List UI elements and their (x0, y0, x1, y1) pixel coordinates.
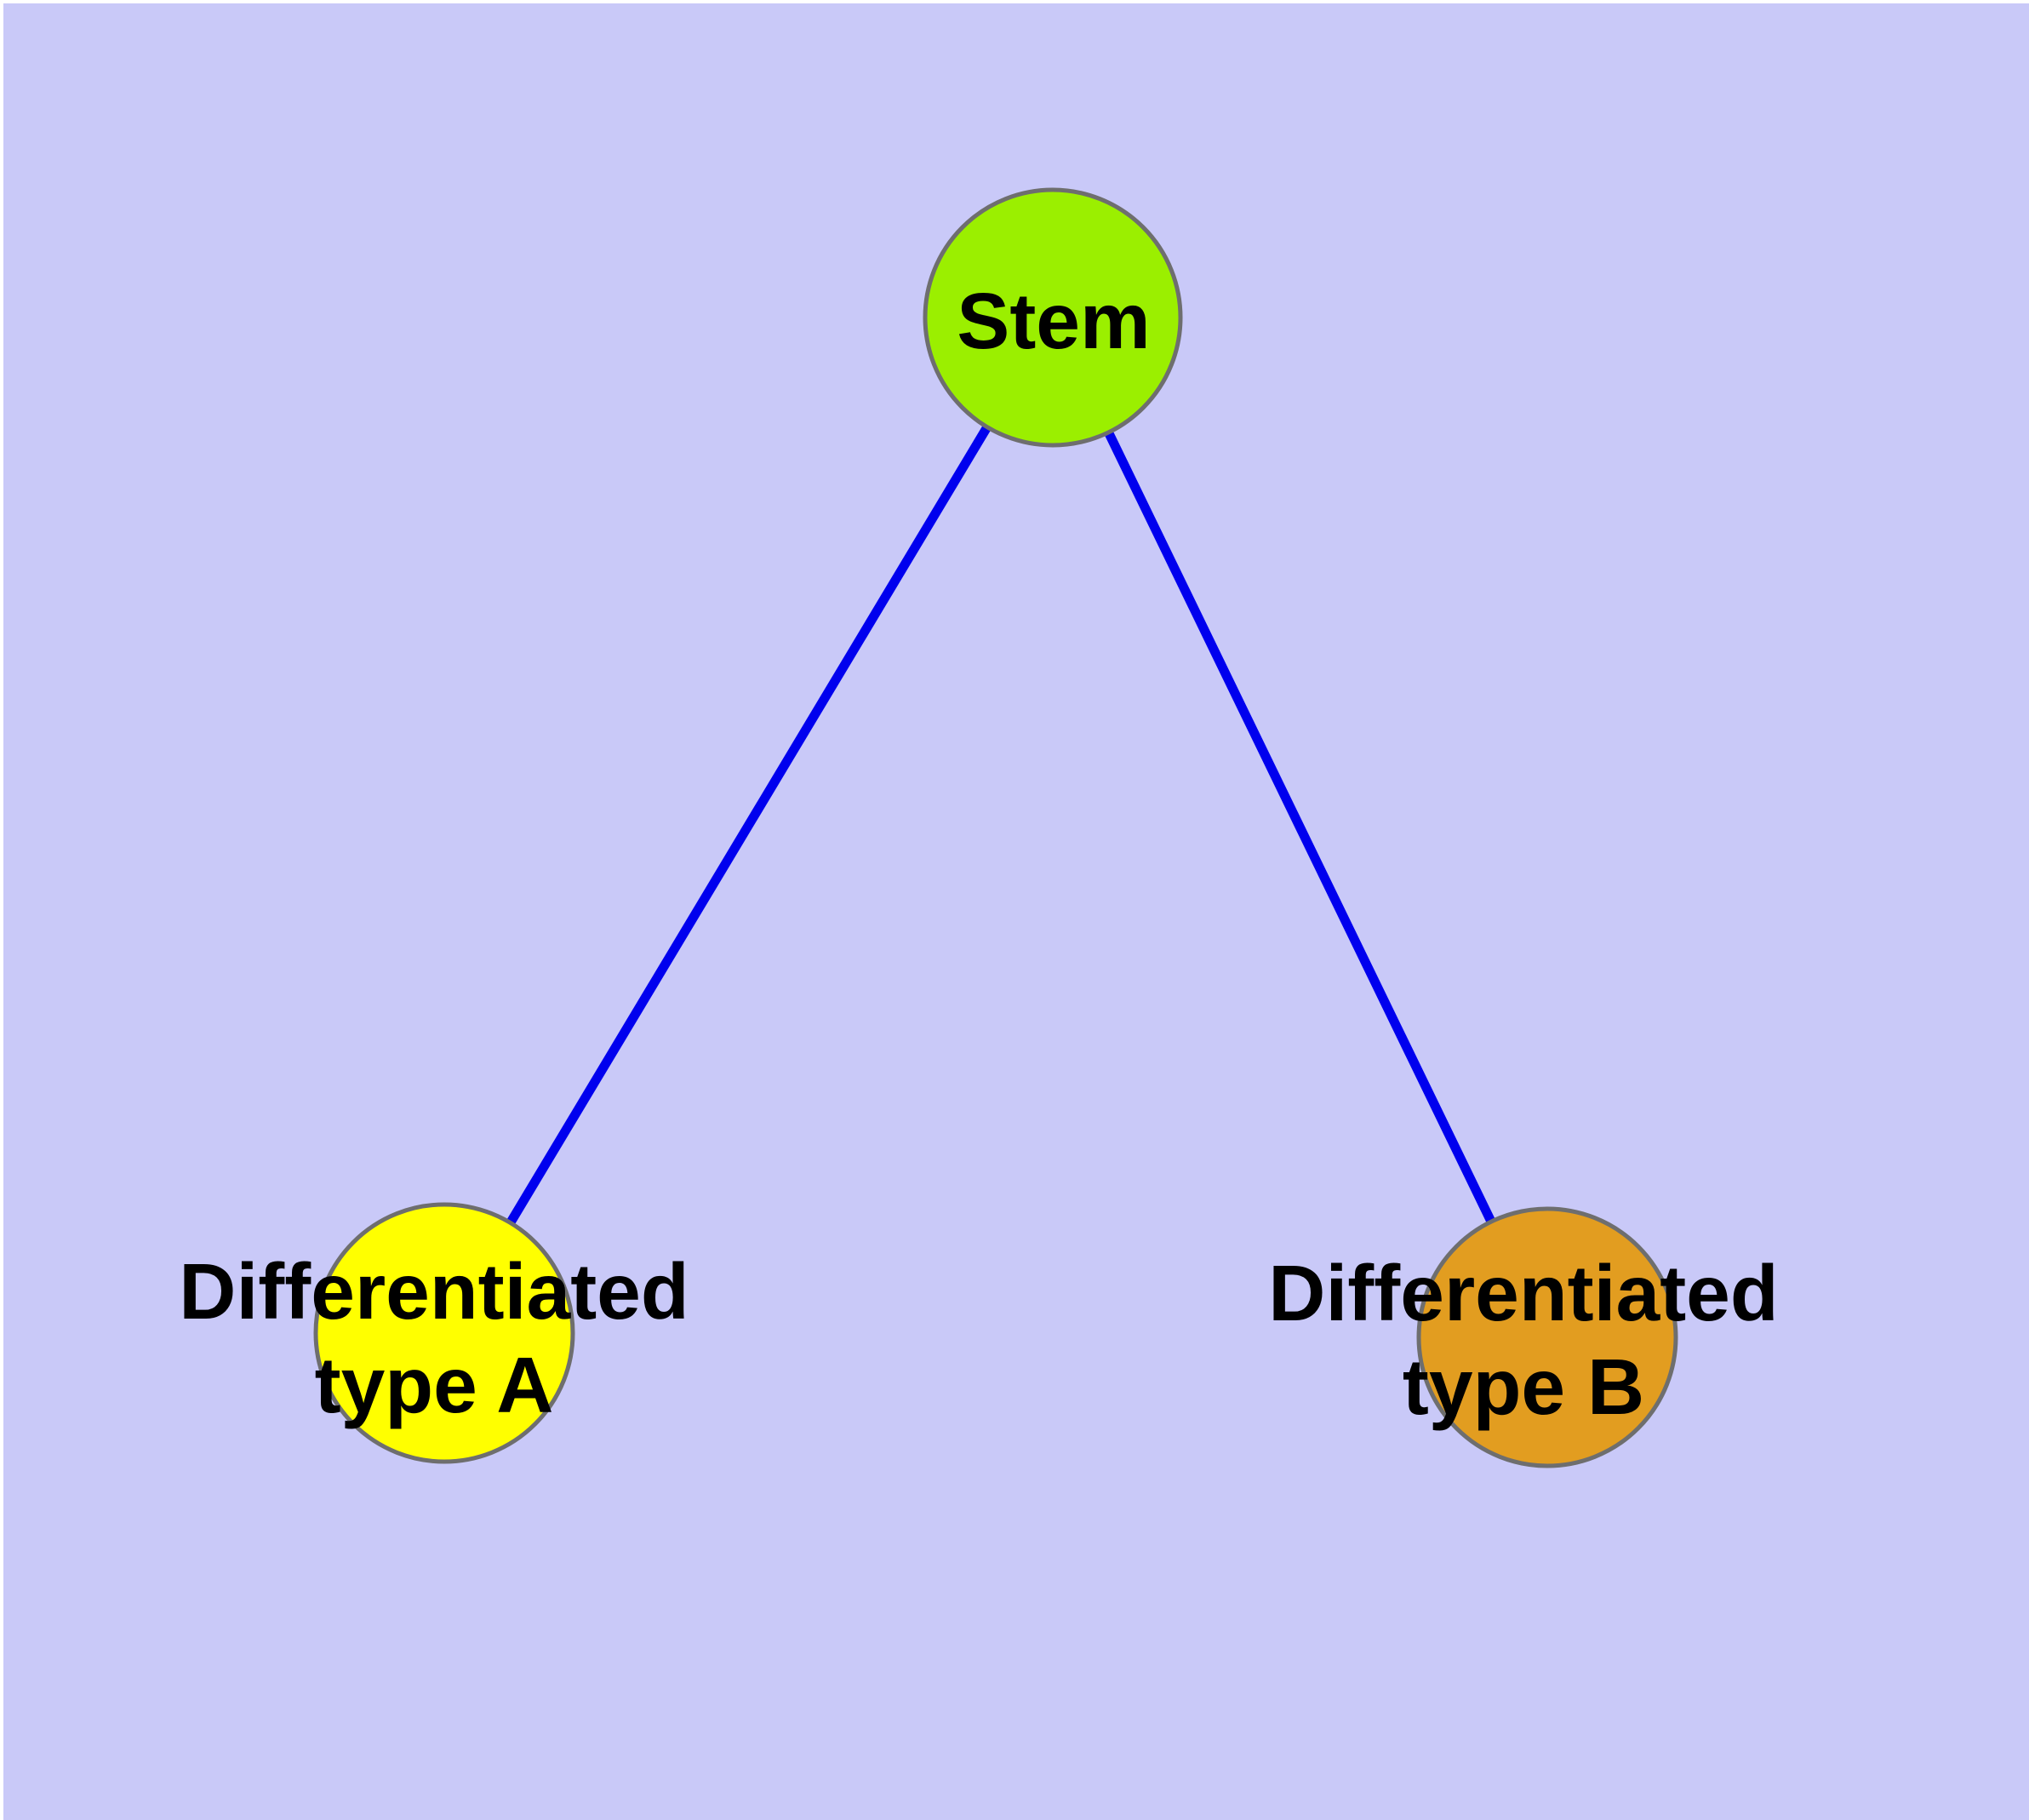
node-type-b-circle (1416, 1206, 1678, 1468)
node-stem-circle (923, 187, 1183, 448)
node-type-a-circle (313, 1202, 575, 1464)
edge-stem-to-type-a (440, 315, 1057, 1336)
edge-stem-to-type-b (1049, 315, 1552, 1340)
